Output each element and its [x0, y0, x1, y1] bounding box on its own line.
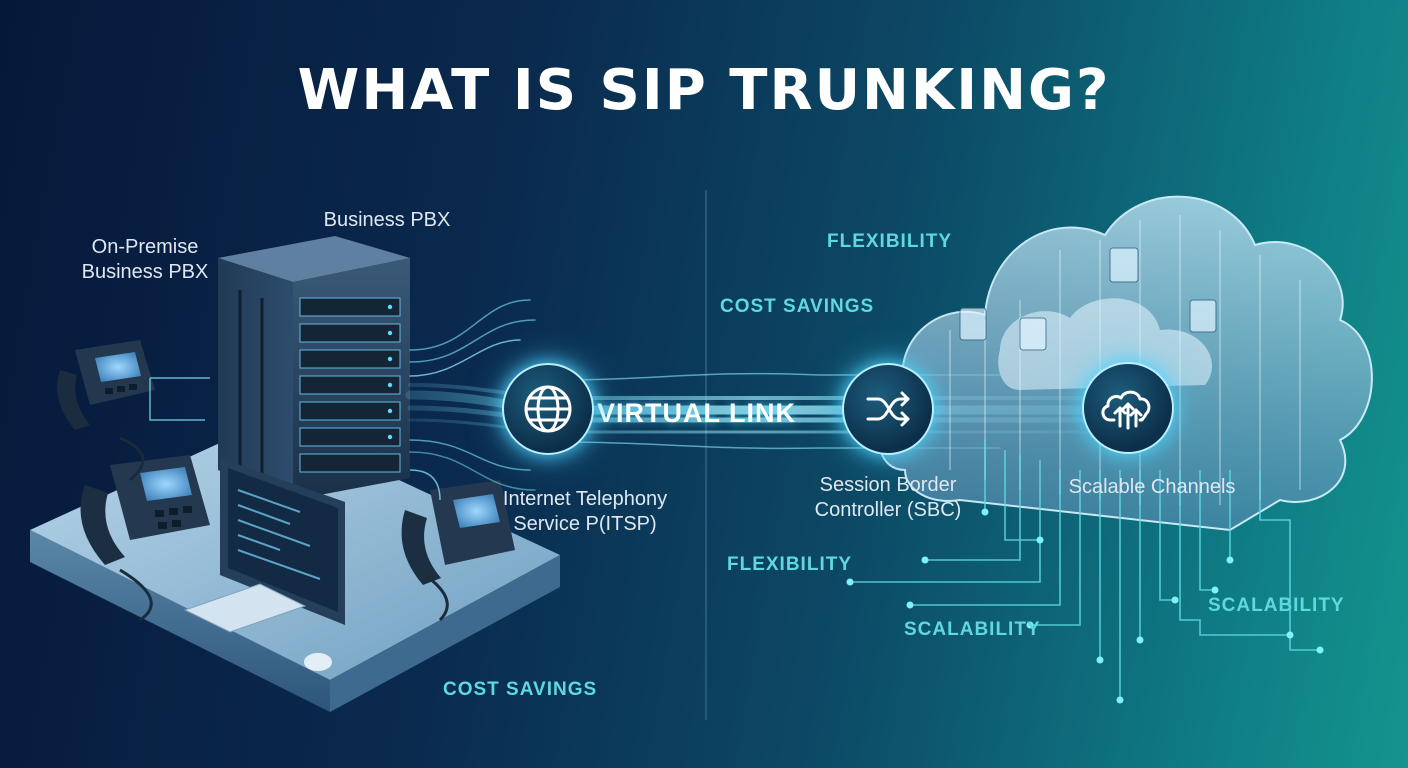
benefit-scalability-right: SCALABILITY	[1208, 595, 1345, 616]
benefit-cost-savings-bottom: COST SAVINGS	[443, 679, 598, 700]
page-title: WHAT IS SIP TRUNKING?	[297, 58, 1111, 123]
connection-lines	[149, 377, 441, 501]
scalable-channels-label: Scalable Channels	[1068, 476, 1236, 498]
benefit-flexibility-bottom: FLEXIBILITY	[727, 554, 852, 575]
sbc-node	[842, 363, 934, 455]
shuffle-arrows-icon	[866, 391, 910, 427]
virtual-link-label: VIRTUAL LINK	[597, 398, 796, 428]
desk-phones	[57, 340, 515, 622]
pbx-server	[218, 236, 410, 500]
workstation	[183, 458, 345, 671]
benefit-flexibility-top: FLEXIBILITY	[827, 231, 952, 252]
benefit-scalability-center: SCALABILITY	[904, 619, 1041, 640]
circuit-nodes	[846, 508, 1324, 704]
channels-node	[1082, 362, 1174, 454]
on-premise-pbx-label: On-Premise Business PBX	[81, 236, 209, 283]
cloud-upload-icon	[1101, 390, 1151, 430]
circuit-traces	[850, 440, 1320, 700]
sbc-label: Session Border Controller (SBC)	[814, 474, 962, 521]
globe-icon	[524, 385, 572, 433]
benefit-cost-savings-top: COST SAVINGS	[720, 296, 875, 317]
itsp-node	[502, 363, 594, 455]
business-pbx-label: Business PBX	[323, 209, 451, 231]
itsp-label: Internet Telephony Service P(ITSP)	[502, 488, 668, 535]
